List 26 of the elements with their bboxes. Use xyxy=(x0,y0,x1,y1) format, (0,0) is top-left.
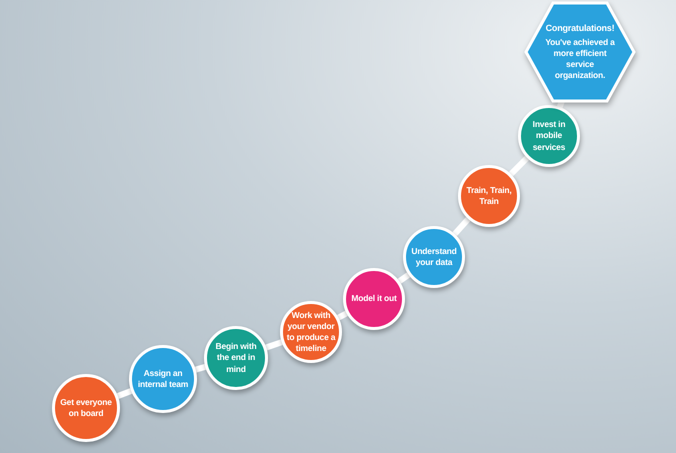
heading-text: Congratulations! xyxy=(544,22,616,34)
connector xyxy=(398,272,410,284)
connector xyxy=(452,217,470,236)
connector xyxy=(194,364,206,372)
step-label: Begin with the end in mind xyxy=(214,341,258,375)
connector xyxy=(337,310,348,320)
step-label: Understand your data xyxy=(410,246,458,268)
step-label: Work with your vendor to produce a timeline xyxy=(286,310,336,354)
step-label: Invest in mobile services xyxy=(532,119,566,153)
step-circle xyxy=(204,326,268,390)
connector xyxy=(508,156,530,176)
step-label: Get everyone on board xyxy=(59,396,113,420)
hexagon-box xyxy=(526,3,634,101)
step-circle xyxy=(458,165,520,227)
step-circle xyxy=(403,226,465,288)
connector xyxy=(265,339,283,350)
step-circle xyxy=(518,105,580,167)
message-text: You've achieved a more efficient service organization. xyxy=(544,37,616,82)
step-label: Model it out xyxy=(350,293,398,305)
step-circle xyxy=(129,345,197,413)
step-label: Assign an internal team xyxy=(136,368,190,390)
step-circle xyxy=(280,301,342,363)
step-label: Train, Train, Train xyxy=(465,184,513,208)
step-circle xyxy=(343,268,405,330)
connector xyxy=(116,388,132,399)
step-circle xyxy=(52,374,120,442)
